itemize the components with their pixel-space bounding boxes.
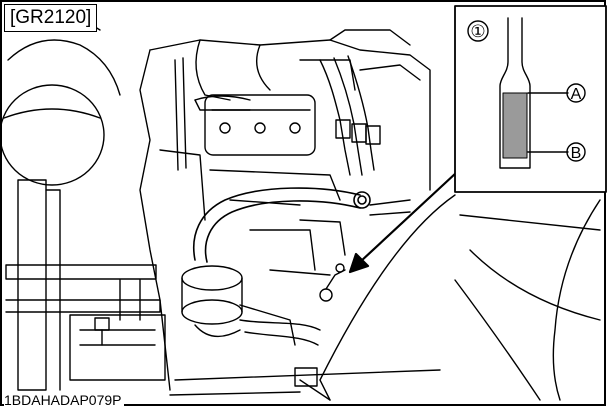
label-b: B <box>571 145 582 162</box>
engine-block <box>139 29 441 396</box>
dipstick <box>319 263 346 302</box>
lower-hose <box>239 199 411 346</box>
left-frame <box>5 179 166 391</box>
injection-pipes <box>174 55 381 176</box>
figure-tag: [GR2120] <box>4 4 98 32</box>
figure-code: 1BDAHADAP079P <box>4 392 124 408</box>
figure-frame <box>0 0 606 406</box>
label-a: A <box>571 86 582 103</box>
pointer-arrow <box>348 158 472 274</box>
inset-number: ① <box>470 22 485 41</box>
fuel-hose <box>193 187 371 263</box>
dipstick-inset <box>454 5 607 193</box>
fuel-filter <box>181 265 296 346</box>
right-shroud <box>294 194 601 401</box>
fan-pulley <box>0 15 121 186</box>
